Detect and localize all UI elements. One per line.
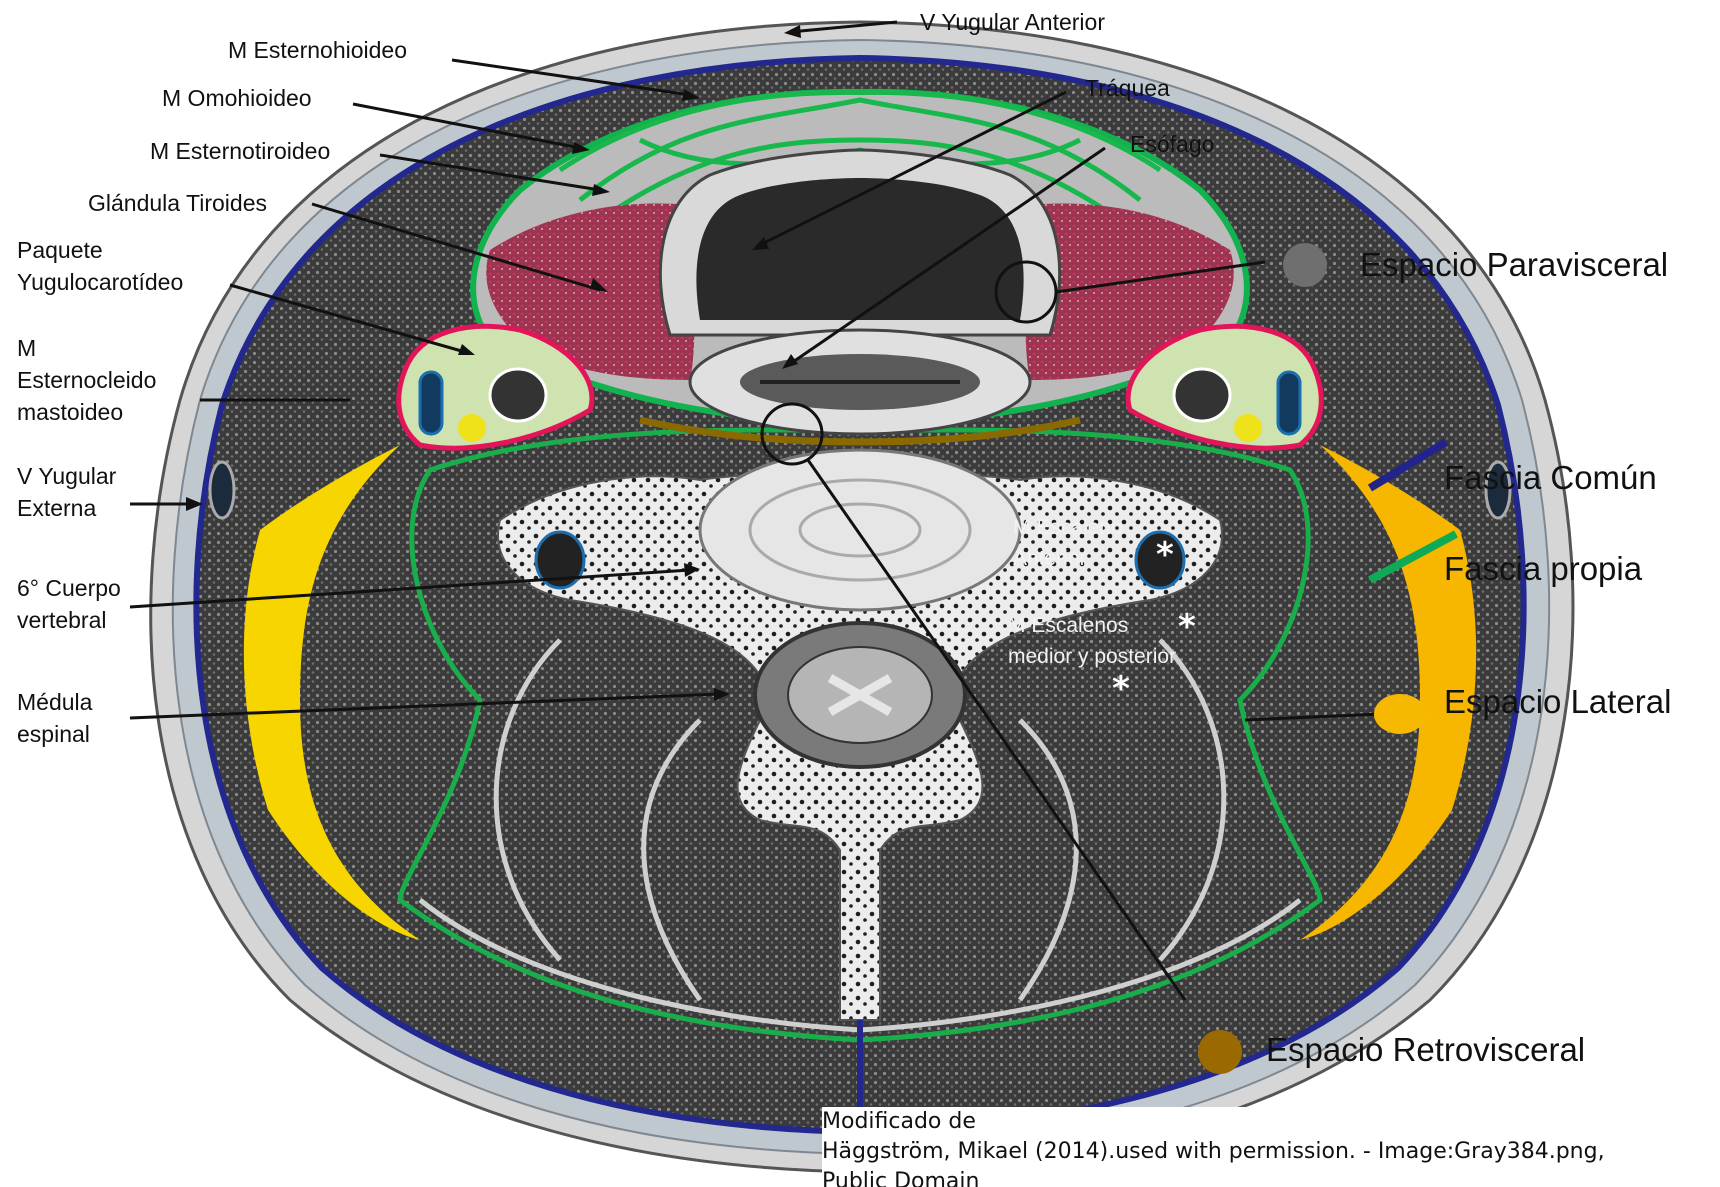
label-cuerpo-line2: vertebral xyxy=(17,604,121,636)
lateral-legend-dot xyxy=(1374,694,1426,734)
asterisk-mark-2: * xyxy=(1178,610,1196,644)
legend-fascia-propia-label: Fascia propia xyxy=(1444,549,1642,589)
asterisk-mark-3: * xyxy=(1112,672,1130,706)
label-v-yugular-anterior: V Yugular Anterior xyxy=(920,6,1105,38)
esophagus xyxy=(690,330,1030,434)
label-m-omohioideo: M Omohioideo xyxy=(162,82,312,114)
credit-line2: Häggström, Mikael (2014).used with permi… xyxy=(822,1137,1720,1167)
label-medula-line2: espinal xyxy=(17,718,92,750)
legend-lateral-label: Espacio Lateral xyxy=(1444,682,1671,722)
image-credit: Modificado de Häggström, Mikael (2014).u… xyxy=(822,1107,1720,1187)
external-jugular-vein-left xyxy=(210,462,234,518)
label-escm-line3: mastoideo xyxy=(17,396,156,428)
label-escm-line2: Esternocleido xyxy=(17,364,156,396)
credit-line3: Public Domain xyxy=(822,1167,1720,1187)
label-m-esternotiroideo: M Esternotiroideo xyxy=(150,135,330,167)
label-m-esternohioideo: M Esternohioideo xyxy=(228,34,407,66)
label-paquete-yugulocarotideo: Paquete Yugulocarotídeo xyxy=(17,234,183,298)
label-cuerpo-vertebral: 6° Cuerpo vertebral xyxy=(17,572,121,636)
label-vye-line2: Externa xyxy=(17,492,116,524)
label-escalenos-medio-posterior: M Escalenos medior y posterior xyxy=(1008,610,1176,672)
label-traquea: Tráquea xyxy=(1085,72,1170,104)
label-esternocleidomastoideo: M Esternocleido mastoideo xyxy=(17,332,156,428)
label-escaleno-ant-line2: Anterior xyxy=(1013,543,1123,574)
asterisk-mark-1: * xyxy=(1156,538,1174,572)
label-paquete-line1: Paquete xyxy=(17,234,183,266)
label-cuerpo-line1: 6° Cuerpo xyxy=(17,572,121,604)
label-escalenos-line2: medior y posterior xyxy=(1008,641,1176,672)
label-esofago: Esófago xyxy=(1130,128,1214,160)
label-escaleno-ant-line1: M Escaleno xyxy=(1013,512,1123,543)
retrovisceral-legend-dot xyxy=(1198,1030,1242,1074)
label-escalenos-line1: M Escalenos xyxy=(1008,610,1176,641)
legend-retrovisceral-label: Espacio Retrovisceral xyxy=(1266,1030,1585,1070)
label-v-yugular-externa: V Yugular Externa xyxy=(17,460,116,524)
label-escaleno-anterior: M Escaleno Anterior xyxy=(1013,512,1123,574)
credit-line1: Modificado de xyxy=(822,1107,1720,1137)
label-paquete-line2: Yugulocarotídeo xyxy=(17,266,183,298)
label-vye-line1: V Yugular xyxy=(17,460,116,492)
label-medula-espinal: Médula espinal xyxy=(17,686,92,750)
legend-fascia-comun-label: Fascia Común xyxy=(1444,458,1657,498)
label-escm-line1: M xyxy=(17,332,156,364)
label-medula-line1: Médula xyxy=(17,686,92,718)
legend-paravisceral-label: Espacio Paravisceral xyxy=(1360,245,1668,285)
paravisceral-legend-dot xyxy=(1283,243,1327,287)
label-glandula-tiroides: Glándula Tiroides xyxy=(88,187,267,219)
